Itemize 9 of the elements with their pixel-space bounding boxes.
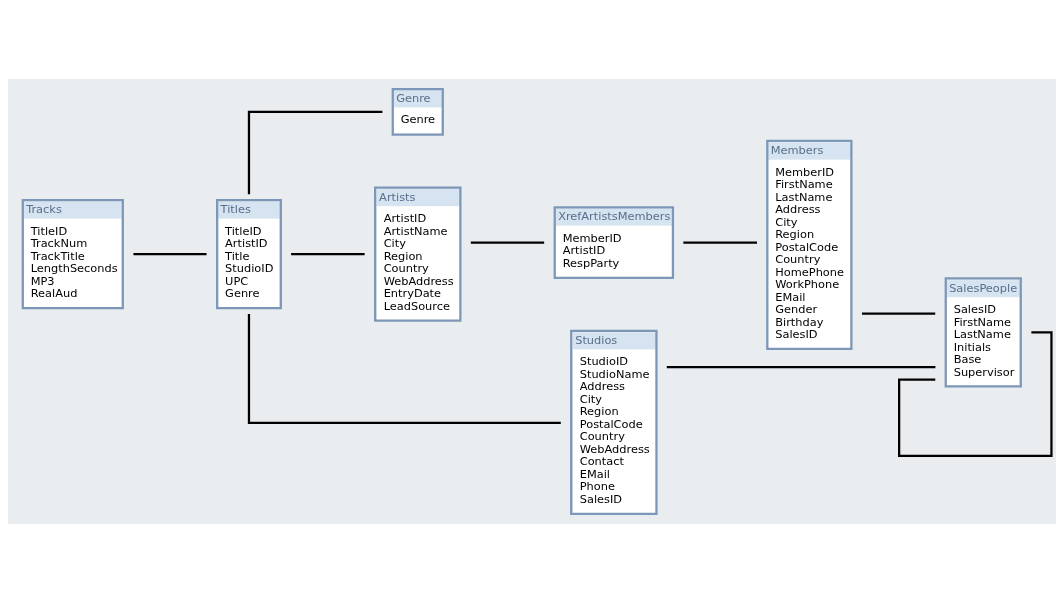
connector xyxy=(291,252,365,256)
connector xyxy=(898,331,1053,457)
connector xyxy=(247,110,383,195)
connector xyxy=(247,314,561,424)
connector xyxy=(133,252,207,256)
connector xyxy=(683,241,757,244)
connector xyxy=(470,241,545,244)
connector xyxy=(862,312,936,315)
connector xyxy=(666,366,936,369)
